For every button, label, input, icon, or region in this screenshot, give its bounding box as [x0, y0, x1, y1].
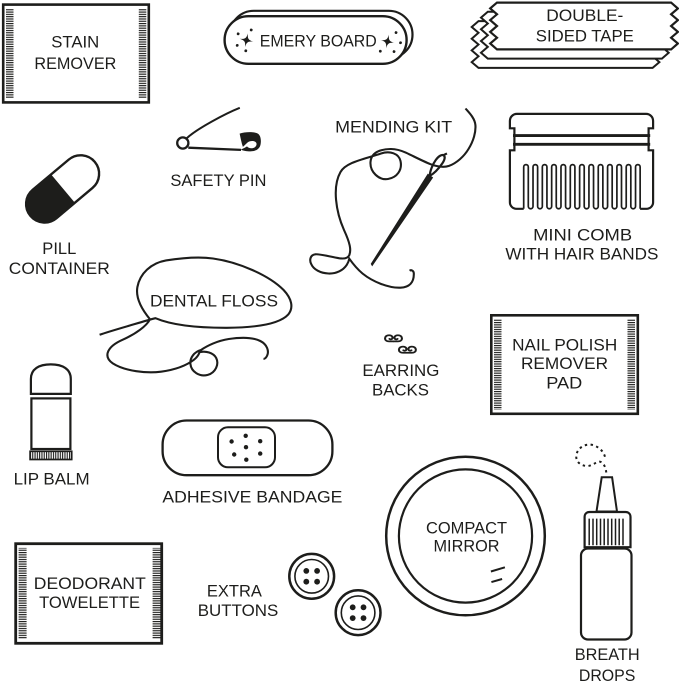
- svg-text:MIRROR: MIRROR: [434, 536, 500, 555]
- svg-text:BACKS: BACKS: [372, 381, 429, 400]
- svg-text:CONTAINER: CONTAINER: [9, 259, 110, 278]
- svg-text:COMPACT: COMPACT: [426, 519, 507, 538]
- svg-text:LIP BALM: LIP BALM: [14, 470, 90, 489]
- svg-text:PAD: PAD: [546, 373, 582, 392]
- svg-text:PILL: PILL: [42, 239, 76, 258]
- svg-text:BUTTONS: BUTTONS: [198, 601, 279, 620]
- svg-text:NAIL POLISH: NAIL POLISH: [512, 335, 617, 354]
- svg-text:MINI COMB: MINI COMB: [533, 226, 632, 245]
- svg-text:DEODORANT: DEODORANT: [34, 574, 146, 593]
- svg-text:EARRING: EARRING: [362, 361, 439, 380]
- svg-text:MENDING KIT: MENDING KIT: [335, 117, 452, 136]
- svg-text:REMOVER: REMOVER: [34, 54, 116, 73]
- svg-text:DENTAL FLOSS: DENTAL FLOSS: [150, 291, 278, 310]
- svg-text:SIDED TAPE: SIDED TAPE: [536, 27, 634, 46]
- svg-text:DROPS: DROPS: [579, 666, 636, 683]
- svg-text:TOWELETTE: TOWELETTE: [39, 593, 140, 612]
- svg-text:EMERY BOARD: EMERY BOARD: [260, 31, 377, 50]
- svg-text:SAFETY PIN: SAFETY PIN: [170, 171, 266, 190]
- svg-text:BREATH: BREATH: [575, 645, 640, 664]
- svg-text:WITH HAIR BANDS: WITH HAIR BANDS: [505, 245, 658, 264]
- svg-text:EXTRA: EXTRA: [207, 581, 263, 600]
- svg-text:DOUBLE-: DOUBLE-: [546, 6, 623, 25]
- svg-text:STAIN: STAIN: [51, 32, 99, 51]
- svg-text:ADHESIVE BANDAGE: ADHESIVE BANDAGE: [162, 487, 342, 506]
- svg-text:REMOVER: REMOVER: [521, 354, 608, 373]
